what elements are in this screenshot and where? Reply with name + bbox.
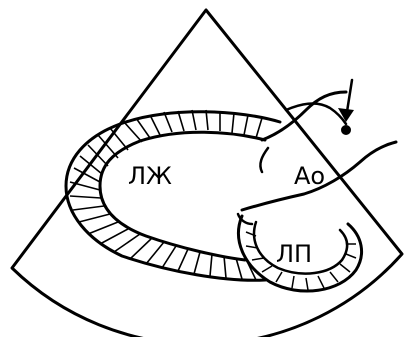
aortic-valve-tip	[341, 125, 351, 135]
label-left-ventricle: ЛЖ	[128, 162, 172, 190]
mitral-anterior-leaflet	[260, 148, 268, 172]
label-aorta: Ао	[294, 162, 325, 190]
label-left-atrium: ЛП	[276, 240, 312, 268]
